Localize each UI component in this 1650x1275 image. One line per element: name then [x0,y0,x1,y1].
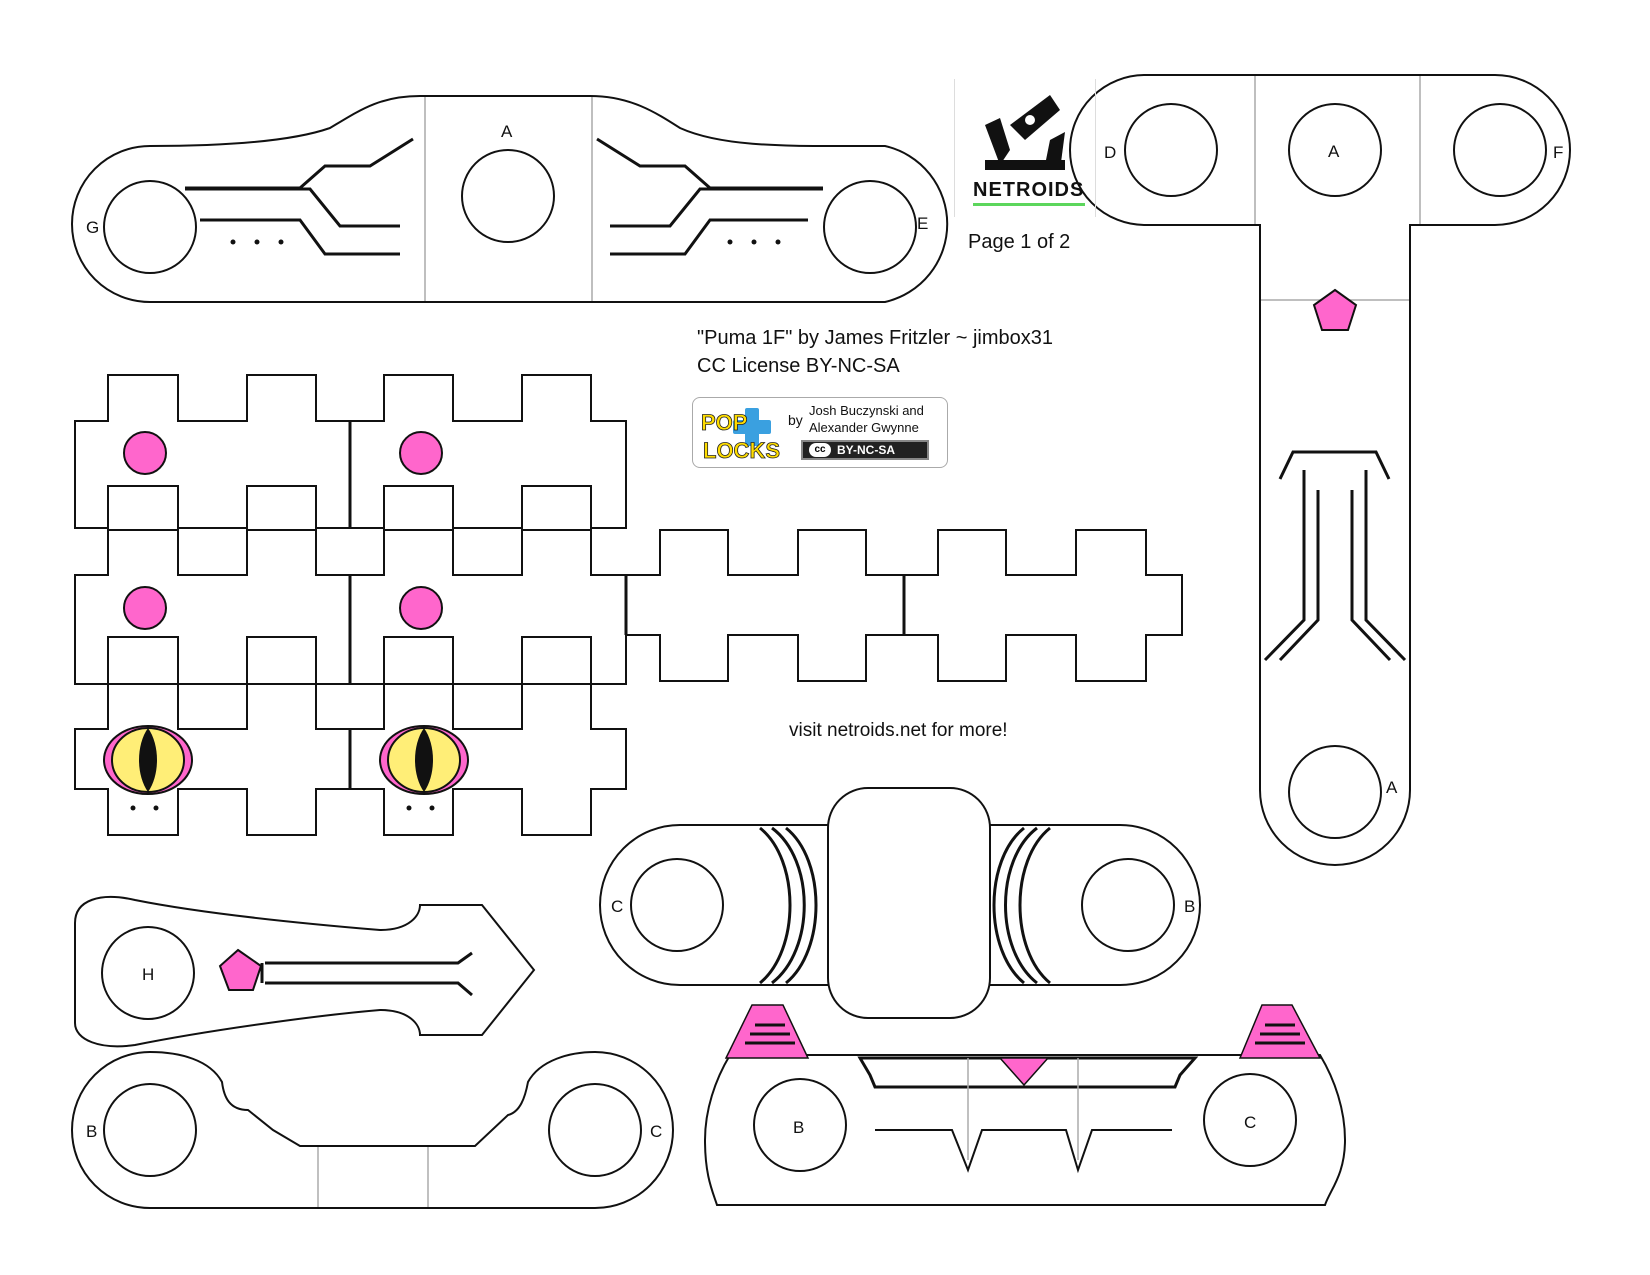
poplocks-authors: Josh Buczynski and Alexander Gwynne [809,402,924,436]
label-t-bottom: A [1386,778,1398,797]
netroids-logo: NETROIDS [954,79,1096,217]
cc-license-badge: cc BY-NC-SA [801,440,929,460]
netroids-underline [973,203,1085,206]
label-head-right: C [1244,1113,1256,1132]
pelvis-piece [599,787,1201,1019]
cc-license-text: BY-NC-SA [837,443,896,457]
label-torso-right: E [917,214,928,233]
label-torso-center: A [501,122,513,141]
cross-block-grid [74,374,1183,836]
cross-block-seams [348,421,906,789]
tail-piece [74,896,536,1048]
label-pelvis-left: C [611,897,623,916]
poplocks-logo-bottom: LOCKS [703,438,780,462]
label-t-right: F [1553,143,1563,162]
label-pelvis-right: B [1184,897,1195,916]
head-ear-stripes [745,1023,1305,1045]
torso-dots [230,239,781,245]
label-torso-left: G [86,218,99,237]
poplocks-author-line-1: Josh Buczynski and [809,403,924,418]
label-head-left: B [793,1118,804,1137]
poplocks-logo: POP LOCKS [701,408,780,462]
visit-link-text: visit netroids.net for more! [789,720,1008,741]
cat-eye-left [103,725,193,795]
poplocks-logo-top: POP [701,410,747,435]
torso-piece [71,95,949,303]
label-hip-right: C [650,1122,662,1141]
tail-gem [218,948,263,991]
label-t-center: A [1328,142,1340,161]
label-hip-left: B [86,1122,97,1141]
cc-icon: cc [809,443,831,457]
license-line: CC License BY-NC-SA [697,355,900,377]
nose-dots [130,805,435,811]
label-t-left: D [1104,143,1116,162]
label-tail: H [142,965,154,984]
netroids-wordmark: NETROIDS [973,179,1085,201]
poplocks-author-line-2: Alexander Gwynne [809,420,919,435]
t-piece-gem [1312,288,1358,331]
t-piece [1069,74,1571,866]
credit-line: "Puma 1F" by James Fritzler ~ jimbox31 [697,327,1053,349]
hip-piece [71,1050,674,1209]
page-label: Page 1 of 2 [968,231,1071,253]
cat-eye-right [379,725,469,795]
poplocks-badge: POP LOCKS by Josh Buczynski and Alexande… [692,397,948,468]
poplocks-by: by [788,412,803,428]
netroids-logo-icon [985,95,1065,170]
cross-block-pink-dots [123,431,443,630]
head-pink-accents [724,1004,1322,1087]
